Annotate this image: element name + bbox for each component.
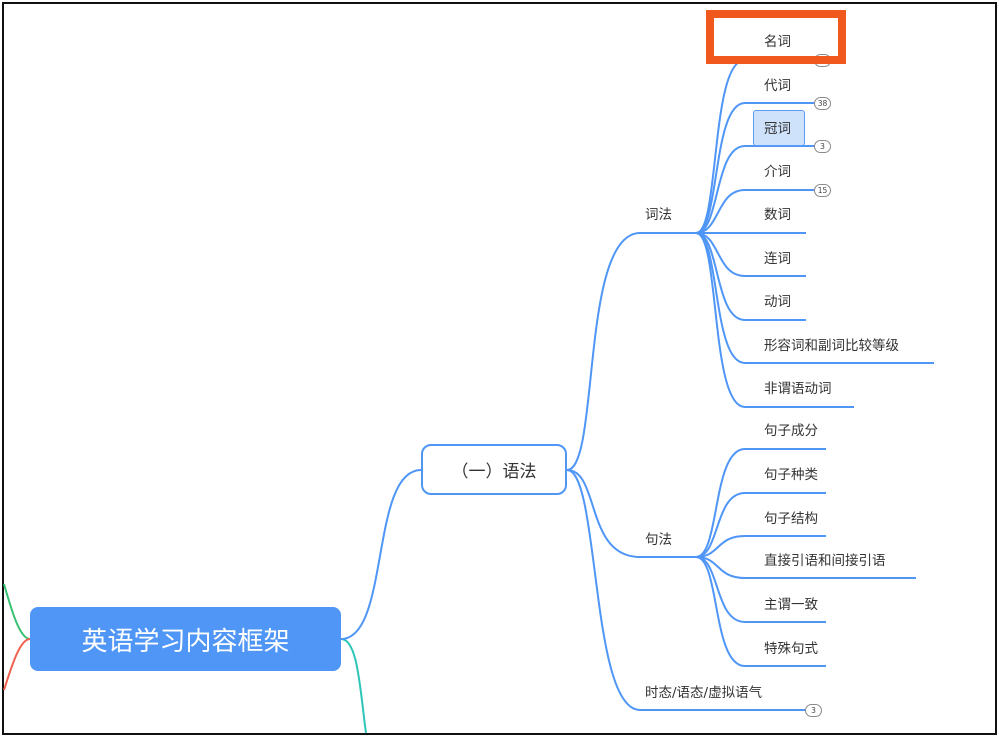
node-juzizhonglei[interactable]: 句子种类 [764,467,818,483]
root-label: 英语学习内容框架 [81,626,290,657]
grammar-node[interactable]: （一）语法 [421,444,567,495]
node-juzijiegou[interactable]: 句子结构 [764,511,818,527]
collapse-badge-jieci[interactable]: 15 [814,184,831,197]
node-daici[interactable]: 代词 [764,78,791,94]
connector-grammar-shitai [566,469,808,711]
connector-juzichengfen [695,448,826,558]
connector-juzijiegou [695,535,826,558]
connector-root-grammar [340,469,422,640]
node-zhijie[interactable]: 直接引语和间接引语 [764,553,886,569]
node-cifa[interactable]: 词法 [645,207,672,223]
connector-grammar-jufa [566,469,696,558]
connector-jieci [695,189,815,234]
connector-lianci [695,232,806,277]
node-shuci[interactable]: 数词 [764,207,791,223]
connector-left-green [3,583,31,640]
node-mingci[interactable]: 名词 [764,34,791,50]
node-teshu[interactable]: 特殊句式 [764,641,818,657]
connector-grammar-cifa [566,232,696,471]
collapse-badge-guanci[interactable]: 3 [814,140,831,153]
connector-zhijie [695,556,916,579]
connector-juzizhonglei [695,492,826,558]
node-jieci[interactable]: 介词 [764,164,791,180]
annotation-highlight-box [706,10,846,64]
node-shitai[interactable]: 时态/语态/虚拟语气 [645,685,763,701]
collapse-badge-daici[interactable]: 38 [814,97,831,110]
collapse-badge-shitai[interactable]: 3 [805,704,822,717]
node-xingrongci[interactable]: 形容词和副词比较等级 [764,338,899,354]
selected-node-highlight [753,110,805,146]
connector-left-red [3,638,31,691]
node-zhuwei[interactable]: 主谓一致 [764,597,818,613]
connector-teal-down [340,638,367,734]
node-guanci[interactable]: 冠词 [764,121,791,137]
grammar-label: （一）语法 [451,462,537,482]
connector-teshu [695,556,826,667]
node-lianci[interactable]: 连词 [764,251,791,267]
root-node[interactable]: 英语学习内容框架 [30,607,341,671]
node-jufa[interactable]: 句法 [645,532,672,548]
node-dongci[interactable]: 动词 [764,294,791,310]
connector-daici [695,102,815,234]
node-juzichengfen[interactable]: 句子成分 [764,423,818,439]
connector-feiweiyu [695,232,854,408]
node-feiweiyu[interactable]: 非谓语动词 [764,381,832,397]
connector-guanci [695,145,815,234]
